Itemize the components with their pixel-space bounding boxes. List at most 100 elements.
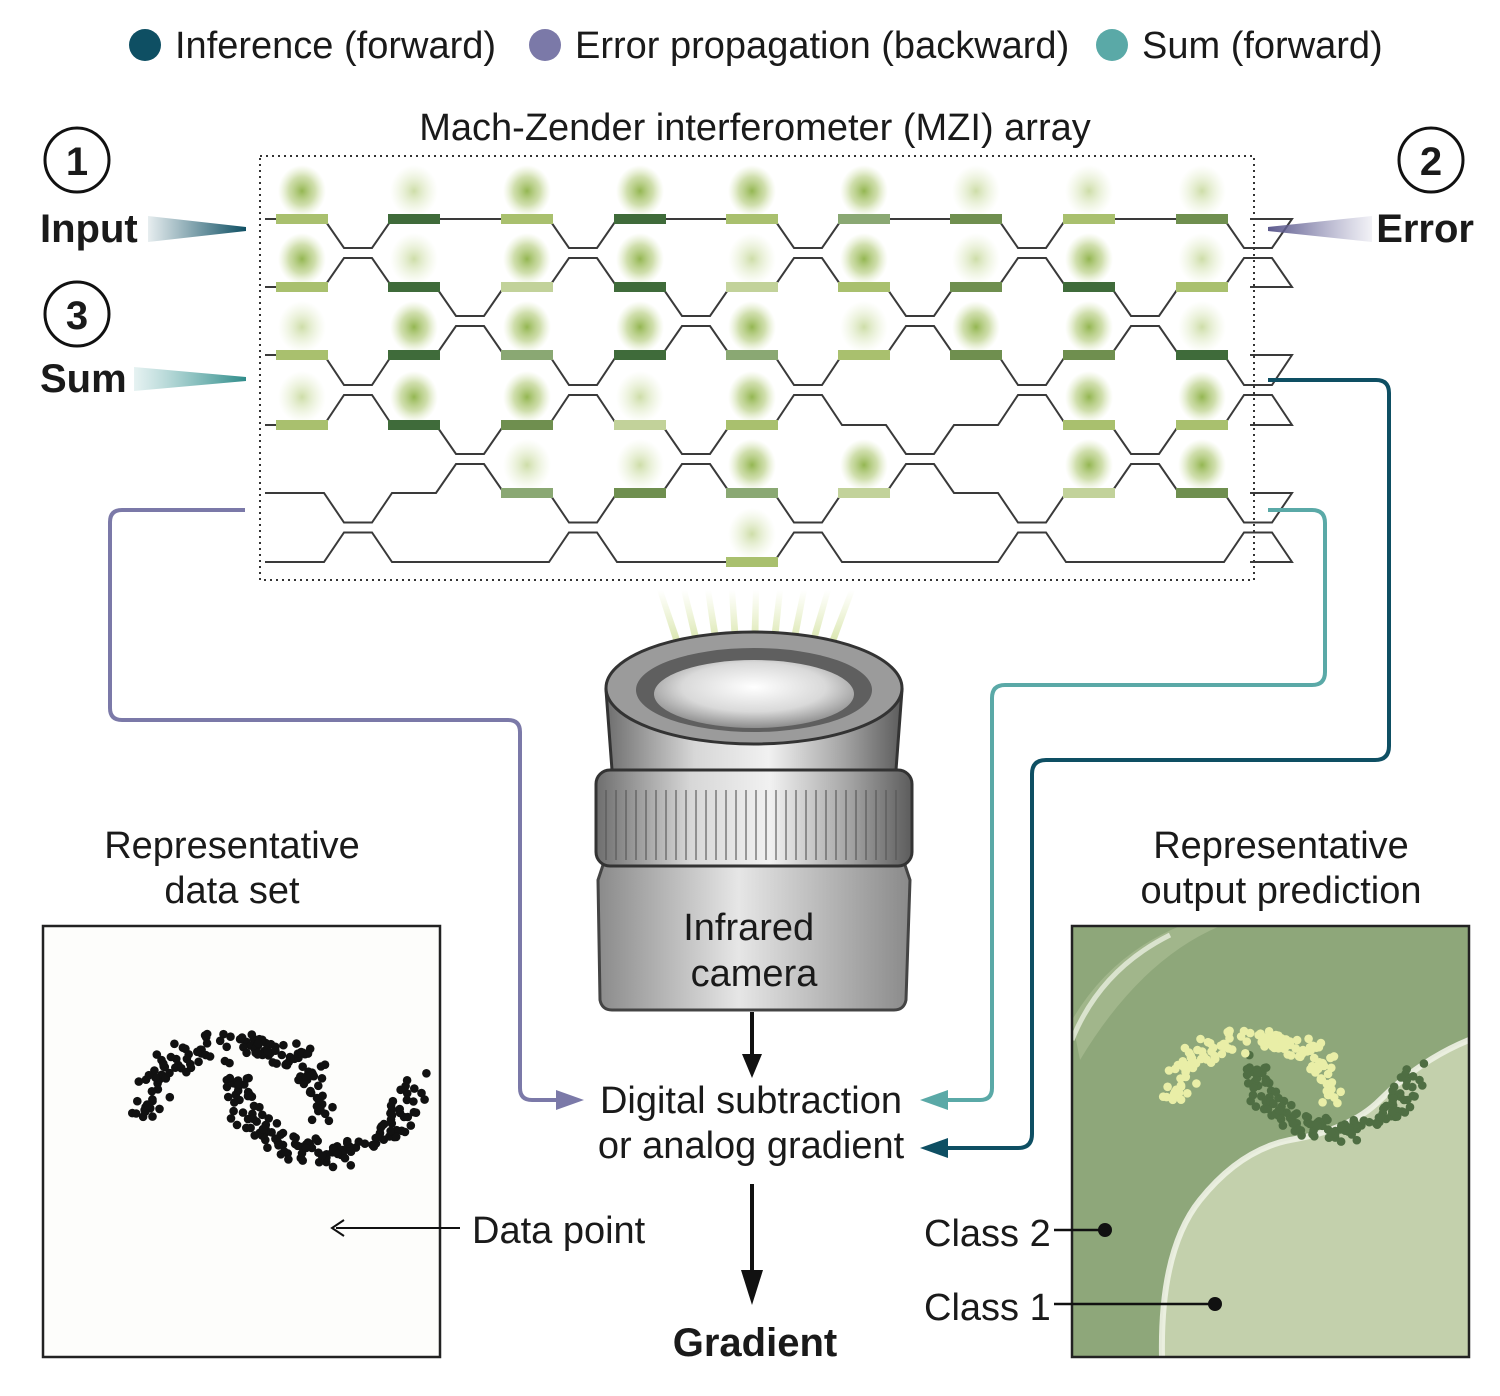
step-number-1: 1	[66, 140, 88, 184]
data-point	[144, 1070, 154, 1080]
step-number-circle-2	[1397, 126, 1465, 194]
mzi-array-frame	[259, 155, 1255, 581]
error-wedge	[1268, 216, 1372, 242]
class1-point	[1206, 1058, 1216, 1067]
phase-shifter	[276, 282, 328, 292]
class2-point	[1408, 1082, 1417, 1092]
class2-point	[1372, 1120, 1382, 1129]
class2-point	[1290, 1110, 1299, 1120]
data-point	[232, 1120, 242, 1130]
class2-point	[1352, 1135, 1362, 1145]
data-point	[247, 1030, 257, 1039]
phase-shifter	[276, 350, 328, 360]
class2-point	[1400, 1108, 1410, 1117]
data-point	[402, 1089, 412, 1098]
data-point	[292, 1039, 301, 1048]
phase-shifter	[501, 488, 553, 498]
class1-point	[1270, 1034, 1280, 1043]
data-point	[406, 1121, 416, 1130]
class1-point	[1327, 1078, 1337, 1087]
class2-point	[1349, 1115, 1359, 1125]
class2-point	[1382, 1101, 1391, 1111]
data-point	[271, 1046, 280, 1055]
data-point	[255, 1102, 264, 1112]
class2-point	[1387, 1107, 1397, 1116]
phase-glow	[503, 165, 551, 217]
data-point	[222, 1042, 231, 1052]
sum-readout-line	[944, 508, 1327, 1102]
data-point	[386, 1101, 396, 1110]
waveguide-row-5	[265, 463, 1294, 524]
step-sum: 3 Sum	[40, 280, 246, 401]
data-point	[316, 1105, 325, 1114]
data-point	[305, 1088, 315, 1097]
phase-glow	[616, 301, 664, 353]
prediction-panel	[1070, 924, 1471, 1359]
phase-shifter	[614, 214, 666, 224]
phase-shifters	[276, 214, 1228, 567]
data-point	[396, 1085, 405, 1095]
phase-shifter	[501, 350, 553, 360]
gradient-label: Gradient	[673, 1321, 837, 1365]
phase-glow	[840, 233, 888, 285]
phase-glow	[728, 301, 776, 353]
phase-glow	[1065, 439, 1113, 491]
class2-point	[1251, 1102, 1261, 1111]
class1-point	[1192, 1079, 1201, 1088]
data-point	[301, 1143, 311, 1153]
phase-glow	[390, 301, 438, 353]
class2-point	[1310, 1132, 1319, 1141]
data-point	[280, 1147, 289, 1156]
phase-glow	[278, 371, 326, 423]
phase-glow	[278, 233, 326, 285]
data-point	[318, 1091, 327, 1101]
phase-glow	[390, 371, 438, 423]
data-point	[387, 1110, 397, 1120]
step-error: 2 Error	[1268, 126, 1474, 251]
class1-point	[1336, 1087, 1345, 1097]
phase-shifter	[614, 420, 666, 430]
phase-shifter	[1176, 350, 1228, 360]
data-point	[409, 1107, 419, 1117]
data-point	[402, 1095, 412, 1105]
class2-point	[1403, 1095, 1412, 1105]
phase-shifter	[726, 214, 778, 224]
class1-point	[1254, 1030, 1263, 1040]
data-point	[151, 1073, 160, 1082]
class2-point	[1271, 1087, 1281, 1097]
class1-point	[1295, 1051, 1305, 1060]
phase-shifter	[501, 214, 553, 224]
class2-label: Class 2	[924, 1213, 1051, 1255]
class1-point	[1264, 1027, 1274, 1036]
process-to-gradient-arrowhead	[741, 1270, 763, 1305]
phase-shifter	[614, 350, 666, 360]
data-point	[298, 1156, 308, 1165]
camera-label-line2: camera	[691, 953, 819, 995]
data-point	[317, 1074, 327, 1083]
connections	[108, 378, 1391, 1158]
class2-point	[1405, 1102, 1415, 1112]
phase-shifter	[726, 420, 778, 430]
data-point	[238, 1108, 248, 1117]
class1-point	[1173, 1060, 1183, 1070]
class1-point	[1207, 1047, 1216, 1056]
phase-glow	[728, 165, 776, 217]
phase-glow	[1065, 371, 1113, 423]
data-point	[298, 1062, 308, 1071]
error-readout-line	[108, 508, 560, 1102]
class1-point	[1318, 1098, 1327, 1107]
step-number-circle-1	[43, 126, 111, 194]
class2-point	[1389, 1094, 1398, 1103]
mzi-array	[259, 155, 1294, 581]
inference-readout-arrowhead	[920, 1138, 948, 1158]
class2-point	[1278, 1121, 1288, 1130]
camera-to-process-arrowhead	[742, 1054, 762, 1078]
data-point	[314, 1081, 323, 1091]
phase-shifter	[501, 420, 553, 430]
class1-point	[1241, 1049, 1250, 1058]
data-point	[165, 1092, 175, 1102]
data-point	[205, 1052, 215, 1061]
phase-glow	[1065, 165, 1113, 217]
data-point	[194, 1057, 203, 1067]
class2-point	[1261, 1063, 1271, 1072]
